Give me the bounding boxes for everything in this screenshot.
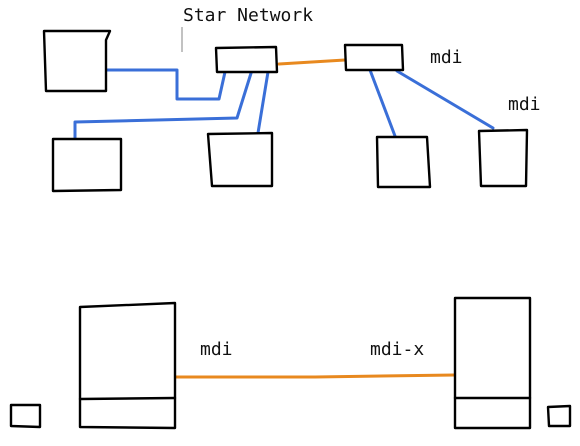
small-box-right	[546, 404, 572, 428]
link-switch-to-pc-far-right	[395, 69, 495, 130]
link-hub-to-switch	[277, 58, 347, 66]
switch-device	[343, 43, 405, 72]
label-mdi-left: mdi	[200, 339, 233, 360]
label-mdi-switch: mdi	[430, 47, 463, 68]
link-switch-to-pc-right	[368, 68, 397, 138]
pc-top-left	[42, 29, 112, 93]
label-mdi-far-right: mdi	[508, 94, 541, 115]
device-right-tower	[453, 296, 532, 430]
link-hub-to-pc-top-left	[102, 68, 227, 101]
label-mdix-right: mdi-x	[370, 339, 424, 360]
diagram-title: Star Network	[183, 5, 313, 26]
hub-device	[214, 45, 279, 74]
pc-bottom-center	[206, 131, 274, 188]
device-left-tower	[78, 301, 177, 430]
pc-far-right	[477, 128, 529, 188]
device-left-divider	[78, 396, 177, 401]
link-hub-to-pc-bottom-center	[256, 70, 270, 135]
link-hub-to-pc-bottom-left	[73, 68, 254, 140]
pc-bottom-left	[51, 137, 123, 193]
small-box-left	[9, 403, 42, 429]
pc-right	[375, 135, 432, 189]
link-mdi-to-mdix	[174, 373, 457, 379]
